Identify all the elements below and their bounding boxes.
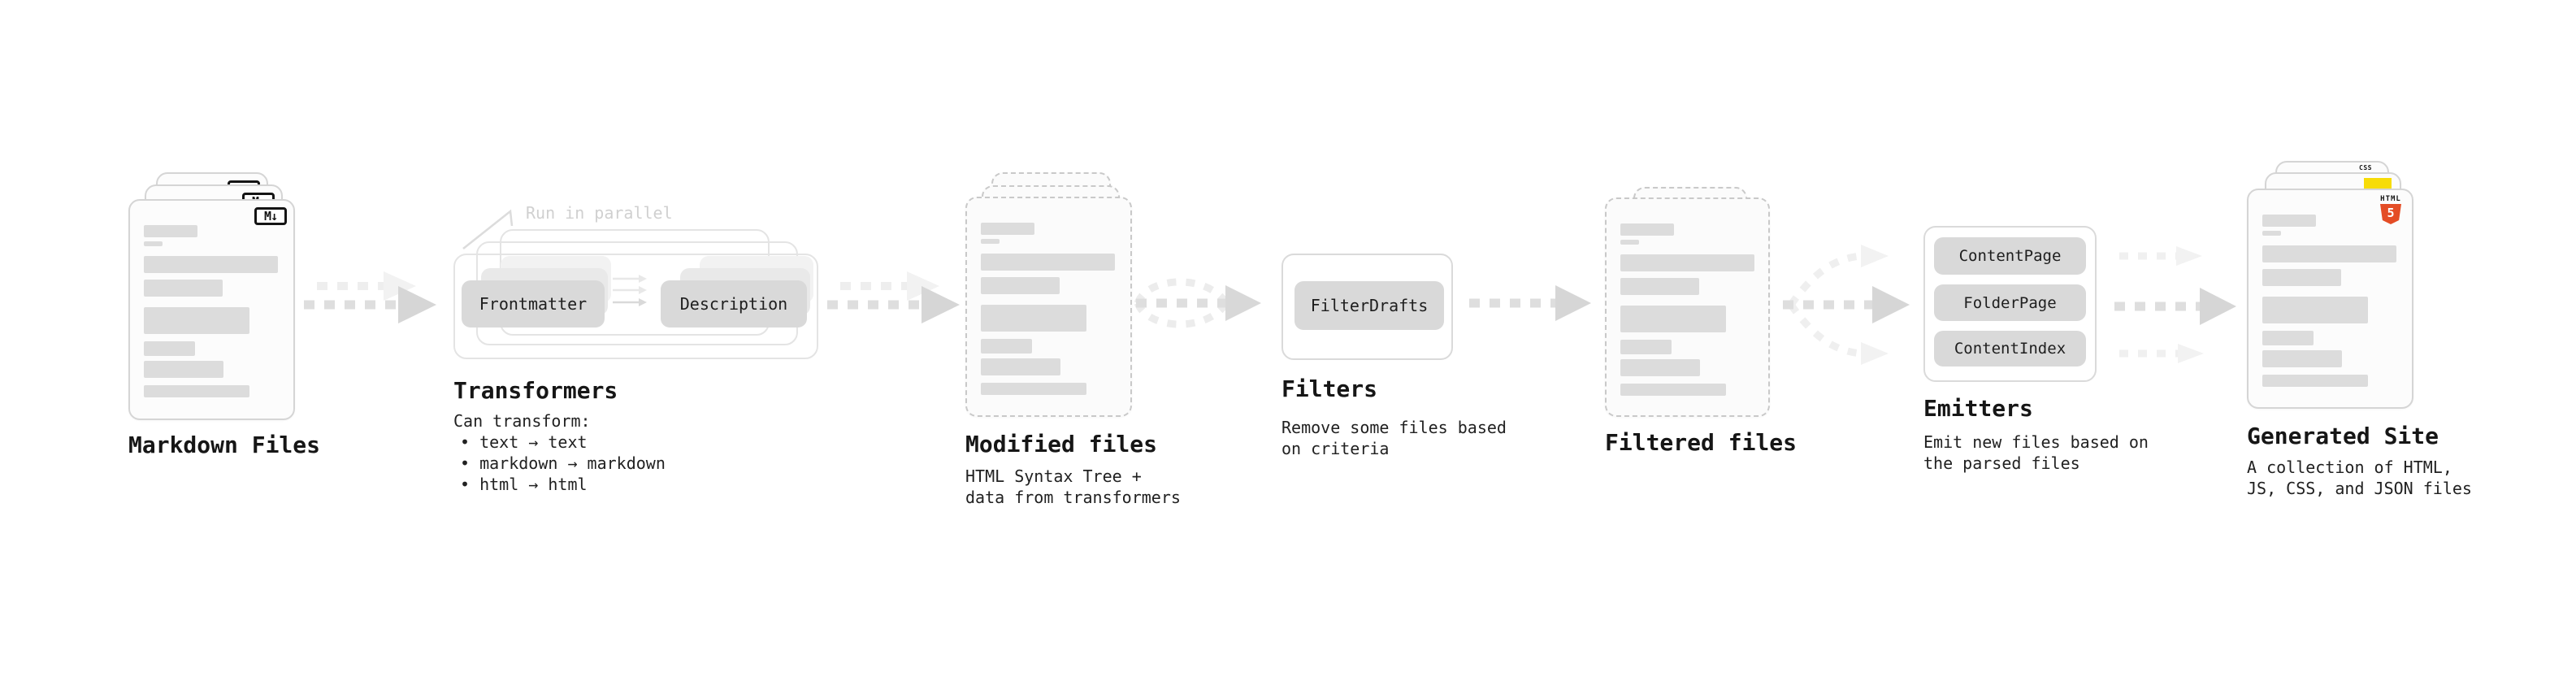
contentpage-label: ContentPage <box>1958 247 2062 265</box>
doc-content-bars <box>2249 190 2412 407</box>
filters-desc-line: on criteria <box>1281 439 1390 458</box>
markdown-file-card-front: M↓ <box>128 199 295 420</box>
doc-content-bars <box>967 198 1130 415</box>
doc-content-bars <box>1607 199 1768 415</box>
contentindex-label: ContentIndex <box>1954 340 2066 358</box>
stage-label-filters: Filters <box>1281 375 1378 402</box>
markdown-icon-text: M↓ <box>263 209 278 223</box>
run-in-parallel-annotation: Run in parallel <box>526 203 673 223</box>
contentpage-box: ContentPage <box>1934 237 2086 275</box>
generated-site-description: A collection of HTML, JS, CSS, and JSON … <box>2247 457 2472 499</box>
arrow-transformers-to-modified <box>827 271 960 323</box>
stage-label-markdown-files: Markdown Files <box>128 432 321 458</box>
transformers-description: Can transform: • text → text • markdown … <box>453 410 666 495</box>
html5-icon-text: HTML <box>2380 195 2401 203</box>
transformers-bullet: • html → html <box>460 475 588 494</box>
filters-desc-line: Remove some files based <box>1281 418 1507 437</box>
emitters-desc-line: the parsed files <box>1923 453 2080 473</box>
generated-desc-line: JS, CSS, and JSON files <box>2247 479 2472 498</box>
stage-label-modified-files: Modified files <box>965 431 1158 458</box>
description-label: Description <box>679 294 788 314</box>
modified-file-card-front <box>965 197 1132 417</box>
doc-content-bars <box>130 201 293 419</box>
js-icon <box>2364 178 2392 192</box>
generated-file-card-html: HTML 5 <box>2247 189 2413 409</box>
transformers-bullet: • markdown → markdown <box>460 453 666 473</box>
arrow-markdown-to-transformers <box>304 271 436 323</box>
frontmatter-label: Frontmatter <box>479 294 588 314</box>
modified-desc-line: data from transformers <box>965 488 1181 507</box>
description-transformer-box: Description <box>661 280 807 327</box>
filterdrafts-label: FilterDrafts <box>1310 296 1429 315</box>
filtered-file-card-front <box>1605 197 1770 417</box>
frontmatter-transformer-box: Frontmatter <box>462 280 605 327</box>
contentindex-box: ContentIndex <box>1934 331 2086 367</box>
emitters-desc-line: Emit new files based on <box>1923 432 2149 452</box>
modified-desc-line: HTML Syntax Tree + <box>965 466 1142 486</box>
transformer-stack-rect-front <box>453 254 818 359</box>
emitters-description: Emit new files based on the parsed files <box>1923 432 2149 474</box>
folderpage-label: FolderPage <box>1963 293 2057 312</box>
html5-icon: HTML 5 <box>2379 195 2402 224</box>
stage-label-emitters: Emitters <box>1923 395 2033 422</box>
filterdrafts-box: FilterDrafts <box>1295 281 1444 330</box>
stage-label-filtered-files: Filtered files <box>1605 429 1798 456</box>
folderpage-box: FolderPage <box>1934 284 2086 321</box>
html5-icon-number: 5 <box>2387 206 2395 220</box>
transformers-desc-title: Can transform: <box>453 411 591 431</box>
parallel-micro-arrows <box>613 275 647 306</box>
modified-files-description: HTML Syntax Tree + data from transformer… <box>965 466 1181 508</box>
stage-label-generated-site: Generated Site <box>2247 423 2439 449</box>
arrow-filters-to-filtered <box>1469 285 1591 321</box>
markdown-icon: M↓ <box>254 207 287 225</box>
css-icon-text: CSS <box>2359 164 2372 171</box>
filters-description: Remove some files based on criteria <box>1281 417 1507 459</box>
arrow-modified-to-filters <box>1134 278 1261 328</box>
generated-desc-line: A collection of HTML, <box>2247 458 2452 477</box>
arrow-filtered-to-emitters <box>1783 245 1910 365</box>
transformers-bullet: • text → text <box>460 432 588 452</box>
arrow-emitters-to-generated <box>2114 246 2236 363</box>
stage-label-transformers: Transformers <box>453 377 618 404</box>
annotation-leader-line <box>462 209 514 249</box>
